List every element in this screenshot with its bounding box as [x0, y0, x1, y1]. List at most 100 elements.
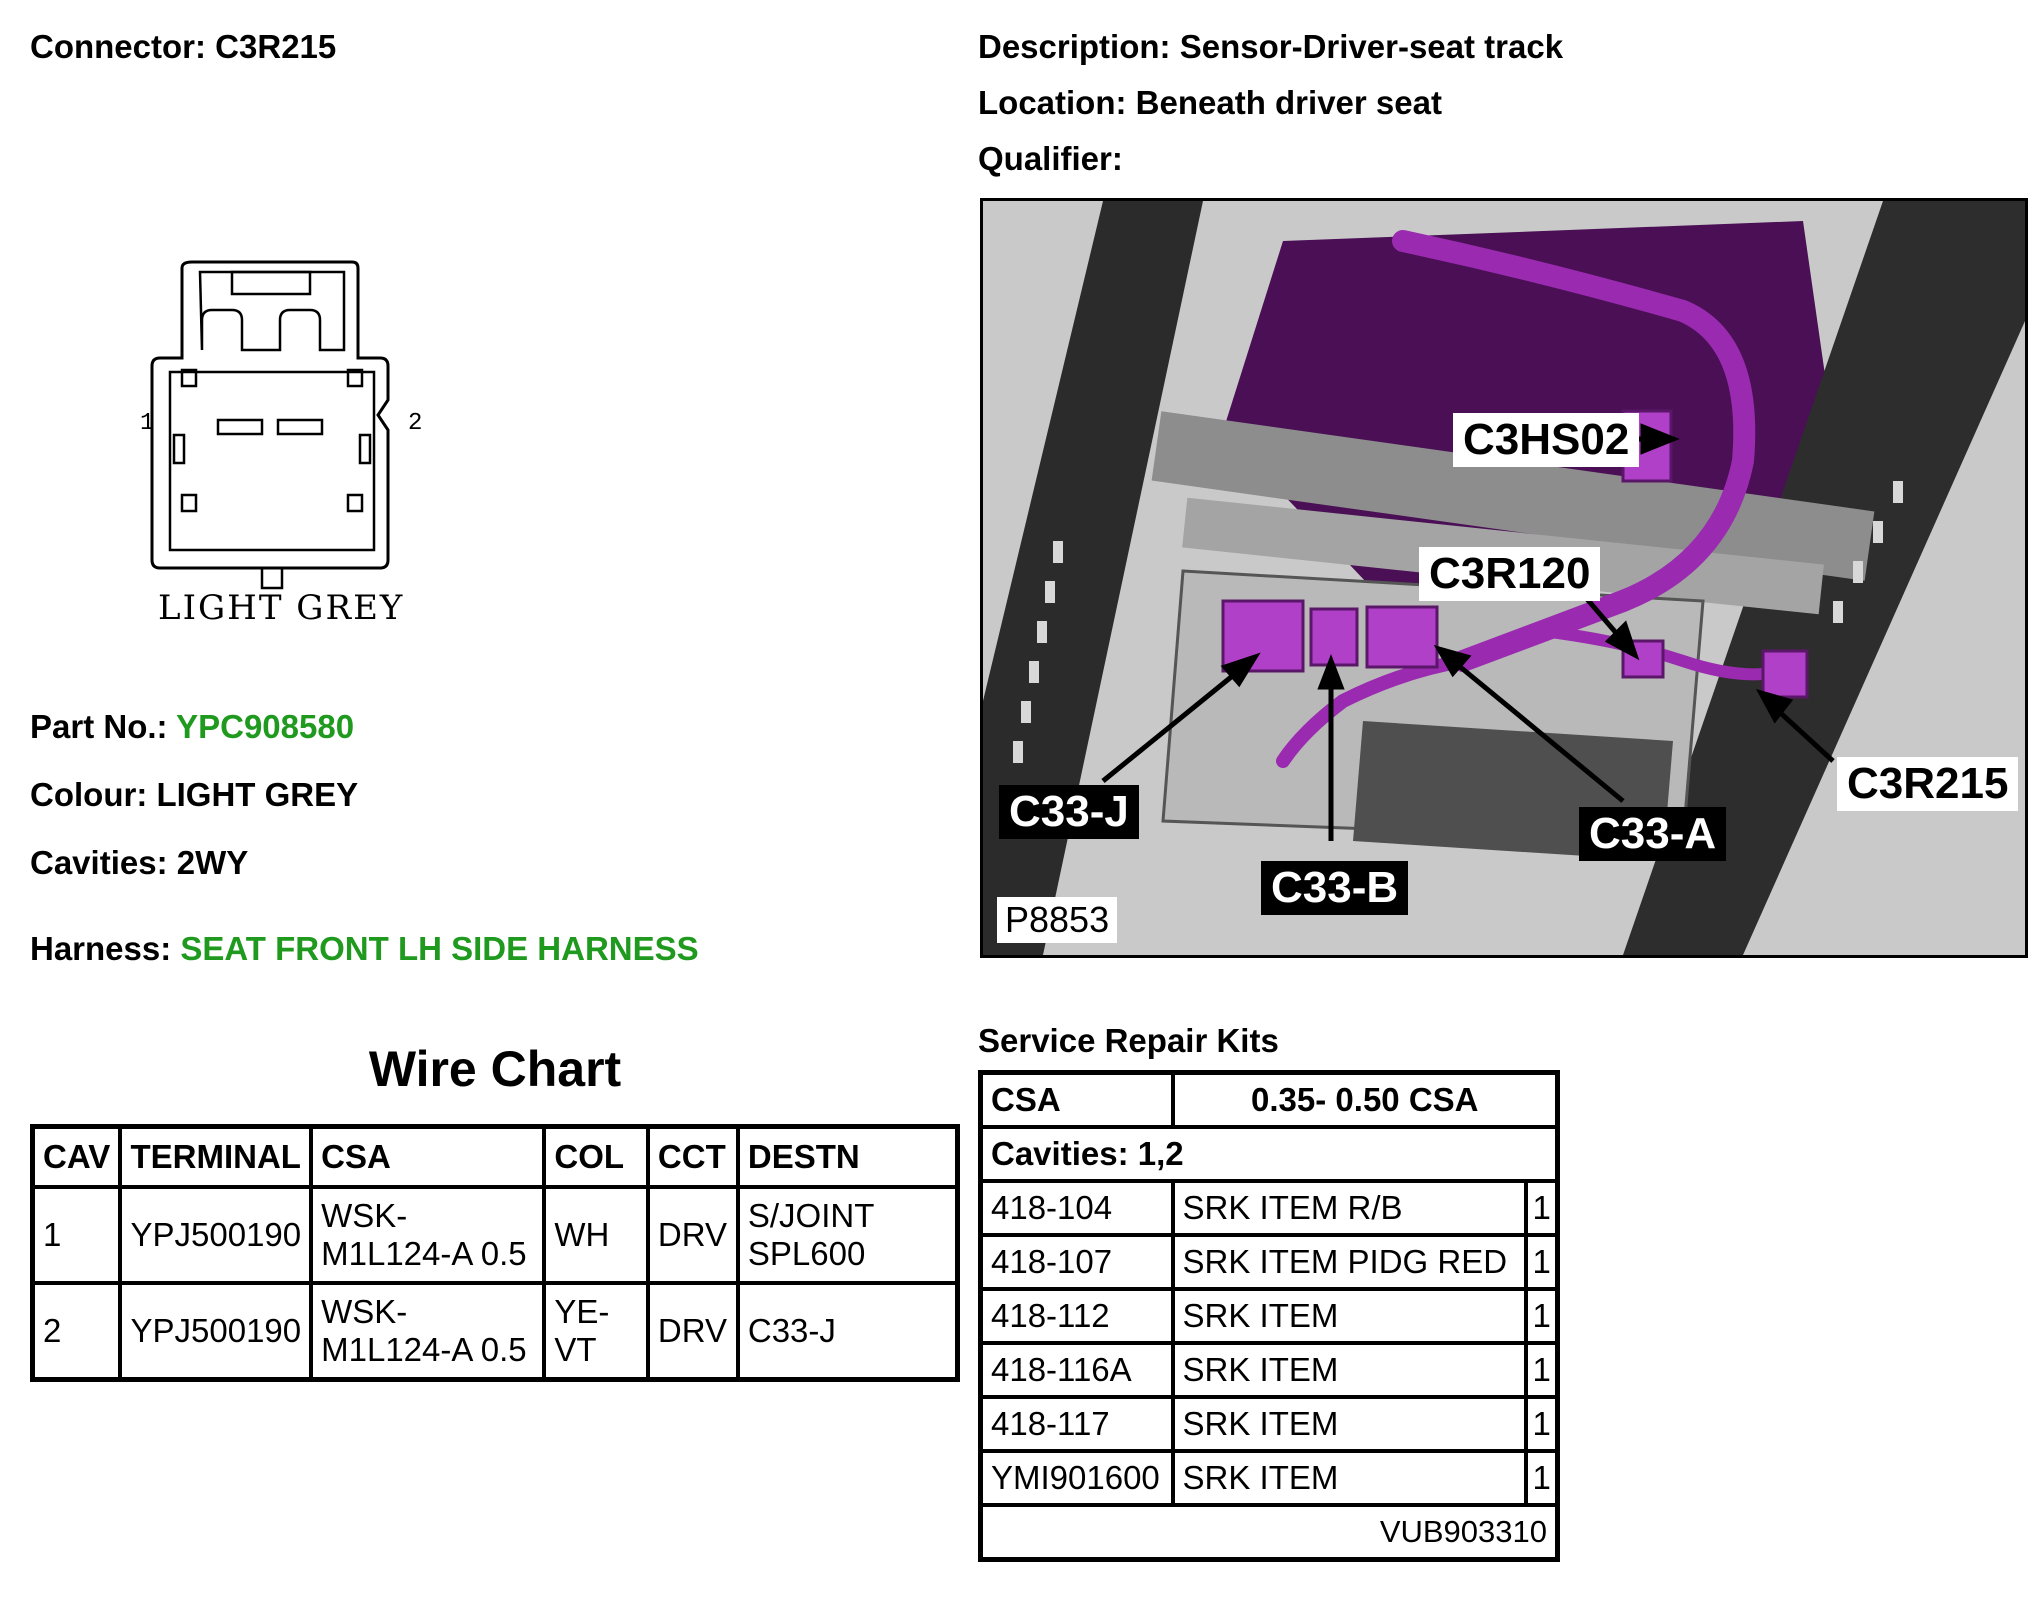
header-destn: DESTN [735, 1124, 960, 1189]
qualifier-label: Qualifier: [978, 140, 1123, 177]
harness-link[interactable]: SEAT FRONT LH SIDE HARNESS [180, 930, 699, 967]
kit-description: SRK ITEM [1170, 1395, 1529, 1453]
connector-field: Connector: C3R215 [30, 28, 336, 66]
table-row: 2 YPJ500190 WSK-M1L124-A 0.5 YE-VT DRV C… [30, 1281, 960, 1382]
cavities-field: Cavities: 2WY [30, 844, 248, 882]
part-number-field: Part No.: YPC908580 [30, 708, 354, 746]
kits-csa-row: CSA 0.35- 0.50 CSA [978, 1070, 1560, 1129]
callout-c33-a: C33-A [1579, 807, 1727, 861]
kit-code: 418-104 [978, 1179, 1175, 1237]
kit-code: 418-107 [978, 1233, 1175, 1291]
header-cct: CCT [645, 1124, 740, 1189]
list-item: 418-112 SRK ITEM 1 [978, 1287, 1560, 1345]
kit-quantity: 1 [1524, 1341, 1560, 1399]
header-col: COL [542, 1124, 650, 1189]
seat-frame-illustration [983, 201, 2025, 955]
cct-cell: DRV [645, 1185, 740, 1285]
description-field: Description: Sensor-Driver-seat track [978, 28, 1563, 66]
kits-csa-range: 0.35- 0.50 CSA [1170, 1070, 1560, 1129]
kit-code: 418-117 [978, 1395, 1175, 1453]
qualifier-field: Qualifier: [978, 140, 1123, 178]
wire-chart-title: Wire Chart [368, 1041, 622, 1097]
connector-value: C3R215 [215, 28, 337, 65]
service-repair-kits-table: CSA 0.35- 0.50 CSA Cavities: 1,2 418-104… [978, 1070, 1560, 1562]
kits-cavities: Cavities: 1,2 [978, 1125, 1560, 1183]
kits-reference-row: VUB903310 [978, 1503, 1560, 1562]
callout-c3r215: C3R215 [1837, 757, 2019, 811]
destn-line: S/JOINT [747, 1197, 875, 1234]
description-label: Description: [978, 28, 1171, 65]
kit-quantity: 1 [1524, 1233, 1560, 1291]
colour-label: Colour: [30, 776, 148, 813]
csa-cell: WSK-M1L124-A 0.5 [309, 1185, 547, 1285]
col-line: WH [554, 1216, 610, 1253]
kit-description: SRK ITEM [1170, 1449, 1529, 1507]
colour-value: LIGHT GREY [156, 776, 359, 813]
cavities-value: 2WY [176, 844, 249, 881]
callout-c3hs02: C3HS02 [1453, 413, 1640, 467]
kit-quantity: 1 [1524, 1395, 1560, 1453]
photo-reference: P8853 [997, 897, 1118, 943]
col-cell: WH [542, 1185, 650, 1285]
list-item: 418-107 SRK ITEM PIDG RED 1 [978, 1233, 1560, 1291]
csa-line: M1L124-A 0.5 [321, 1331, 527, 1368]
description-value: Sensor-Driver-seat track [1179, 28, 1564, 65]
cavities-label: Cavities: [30, 844, 168, 881]
terminal-cell: YPJ500190 [118, 1281, 314, 1382]
part-number-label: Part No.: [30, 708, 168, 745]
kit-description: SRK ITEM R/B [1170, 1179, 1529, 1237]
part-number-link[interactable]: YPC908580 [176, 708, 355, 745]
kit-quantity: 1 [1524, 1179, 1560, 1237]
destn-cell: C33-J [735, 1281, 960, 1382]
list-item: YMI901600 SRK ITEM 1 [978, 1449, 1560, 1507]
cav-cell: 2 [30, 1281, 123, 1382]
location-label: Location: [978, 84, 1127, 121]
location-value: Beneath driver seat [1135, 84, 1442, 121]
kit-description: SRK ITEM PIDG RED [1170, 1233, 1529, 1291]
location-photo: C3HS02 C3R120 C33-J C33-B C33-A C3R215 P… [980, 198, 2028, 958]
callout-c33-j: C33-J [999, 785, 1139, 839]
kit-description: SRK ITEM [1170, 1287, 1529, 1345]
cav-cell: 1 [30, 1185, 123, 1285]
callout-c33-b: C33-B [1261, 861, 1409, 915]
colour-field: Colour: LIGHT GREY [30, 776, 358, 814]
kits-csa-header: CSA [978, 1070, 1175, 1129]
destn-line: SPL600 [747, 1235, 866, 1272]
header-csa: CSA [309, 1124, 547, 1189]
location-field: Location: Beneath driver seat [978, 84, 1442, 122]
terminal-cell: YPJ500190 [118, 1185, 314, 1285]
harness-label: Harness: [30, 930, 172, 967]
connector-face-drawing [150, 260, 390, 590]
cct-cell: DRV [645, 1281, 740, 1382]
kit-code: 418-112 [978, 1287, 1175, 1345]
col-cell: YE-VT [542, 1281, 650, 1382]
kit-code: YMI901600 [978, 1449, 1175, 1507]
connector-pinout-diagram: 1 2 LIGHT GREY [130, 250, 450, 640]
header-terminal: TERMINAL [118, 1124, 314, 1189]
col-line: YE- [554, 1293, 610, 1330]
kit-quantity: 1 [1524, 1287, 1560, 1345]
wire-chart-table: CAV TERMINAL CSA COL CCT DESTN 1 YPJ5001… [30, 1124, 960, 1382]
table-row: 1 YPJ500190 WSK-M1L124-A 0.5 WH DRV S/JO… [30, 1185, 960, 1285]
csa-line: M1L124-A 0.5 [321, 1235, 527, 1272]
pin-2-label: 2 [408, 410, 423, 437]
harness-field: Harness: SEAT FRONT LH SIDE HARNESS [30, 930, 699, 968]
list-item: 418-117 SRK ITEM 1 [978, 1395, 1560, 1453]
kit-quantity: 1 [1524, 1449, 1560, 1507]
callout-c3r120: C3R120 [1419, 547, 1601, 601]
destn-line: C33-J [747, 1312, 836, 1349]
wire-chart-header-row: CAV TERMINAL CSA COL CCT DESTN [30, 1124, 960, 1189]
csa-line: WSK- [321, 1293, 408, 1330]
header-cav: CAV [30, 1124, 123, 1189]
list-item: 418-116A SRK ITEM 1 [978, 1341, 1560, 1399]
kit-description: SRK ITEM [1170, 1341, 1529, 1399]
list-item: 418-104 SRK ITEM R/B 1 [978, 1179, 1560, 1237]
pin-1-label: 1 [140, 410, 155, 437]
service-repair-kits-title: Service Repair Kits [978, 1022, 1279, 1059]
connector-label: Connector: [30, 28, 206, 65]
kit-code: 418-116A [978, 1341, 1175, 1399]
connector-colour-caption: LIGHT GREY [158, 588, 405, 628]
kits-reference: VUB903310 [978, 1503, 1560, 1562]
kits-cavities-row: Cavities: 1,2 [978, 1125, 1560, 1183]
